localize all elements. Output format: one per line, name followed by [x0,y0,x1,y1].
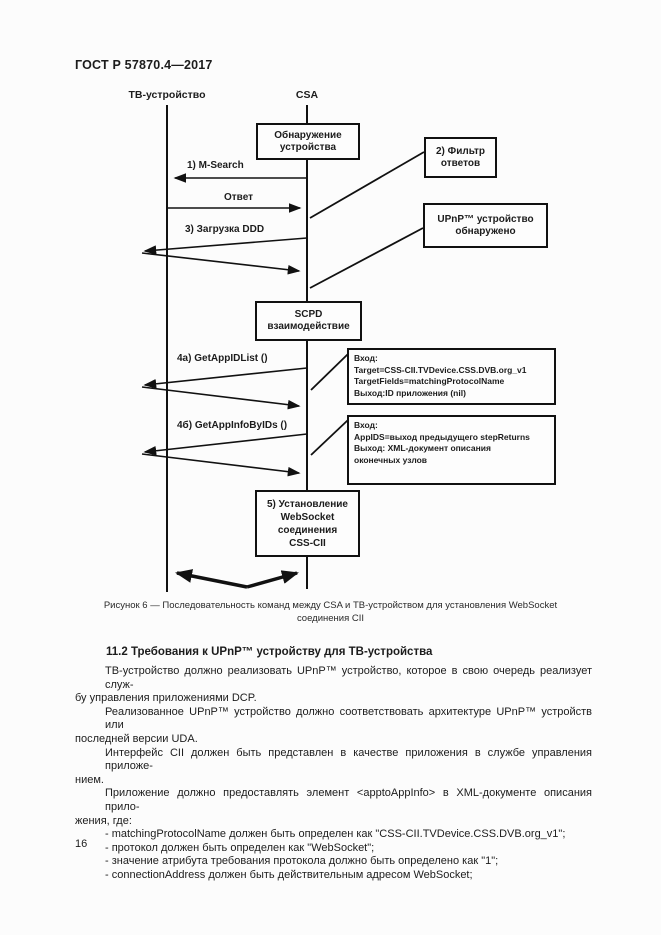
box-websocket-establish: 5) Установление WebSocket соединения CSS… [255,490,360,557]
box-line: 2) Фильтр [436,145,485,157]
bullet-line: - matchingProtocolName должен быть опред… [105,828,566,841]
box-upnp-found: UPnP™ устройство обнаружено [423,203,548,248]
connector-note2 [310,419,349,456]
connector-filter-box [309,151,425,219]
message-label-ddd: 3) Загрузка DDD [185,224,265,235]
section-heading: 11.2 Требования к UPnP™ устройству для Т… [106,646,433,658]
message-label-getappinfo: 4б) GetAppInfoByIDs () [177,420,288,431]
figure-caption-line: соединения CII [296,613,365,624]
document-header: ГОСТ Р 57870.4—2017 [75,58,213,72]
box-line: Обнаружение [274,129,342,141]
arrow-getappinfo-roundtrip [141,433,308,477]
note-line: AppIDS=выход предыдущего stepReturns [354,431,530,442]
figure-caption-line: Рисунок 6 — Последовательность команд ме… [103,600,558,611]
note-line: Target=CSS-CII.TVDevice.CSS.DVB.org_v1 [354,364,527,375]
note-getappinfo-params: Вход: AppIDS=выход предыдущего stepRetur… [347,415,556,485]
box-line: 5) Установление [267,498,348,510]
paragraph-line: жения, где: [75,814,132,827]
page-number: 16 [75,838,88,850]
note-line: Вход: [354,353,378,363]
box-response-filter: 2) Фильтр ответов [424,137,497,178]
paragraph-line: последней версии UDA. [75,732,198,745]
note-getappidlist-params: Вход: Target=CSS-CII.TVDevice.CSS.DVB.or… [347,348,556,405]
note-line: оконечных узлов [354,454,428,465]
arrow-getappidlist-roundtrip [141,367,308,410]
box-line: UPnP™ устройство [437,213,534,225]
box-device-discovery: Обнаружение устройства [256,123,360,160]
box-line: обнаружено [455,225,516,237]
body-text: ТВ-устройство должно реализовать UPnP™ у… [75,665,592,883]
connector-note1 [310,353,349,391]
note-line: TargetFields=matchingProtocolName [354,376,505,386]
box-line: SCPD [294,309,323,320]
paragraph-line: ТВ-устройство должно реализовать UPnP™ у… [105,665,592,691]
bullet-line: - протокол должен быть определен как "We… [105,841,375,854]
box-line: CSS-CII [289,537,326,549]
figure-caption: Рисунок 6 — Последовательность команд ме… [0,599,661,625]
message-label-answer: Ответ [224,192,254,203]
message-label-getappidlist: 4а) GetAppIDList () [177,353,268,364]
box-line: WebSocket [280,511,335,523]
paragraph-line: Приложение должно предоставлять элемент … [105,787,592,813]
paragraph-line: Реализованное UPnP™ устройство должно со… [105,705,592,732]
bullet-line: - connectionAddress должен быть действит… [105,868,473,881]
note-line: Выход: XML-документ описания [354,443,491,453]
arrow-websocket-established [175,569,299,589]
message-label-msearch: 1) M-Search [187,160,244,171]
arrow-ddd-roundtrip [141,237,308,275]
paragraph-line: бу управления приложениями DCP. [75,692,257,705]
box-line: устройства [279,141,337,153]
lifeline-label-tv: ТВ-устройство [128,89,206,101]
connector-upnp-found-box [309,227,424,289]
box-scpd-interaction: SCPD взаимодействие [255,301,362,341]
bullet-line: - значение атрибута требования протокола… [105,855,499,868]
box-line: соединения [277,524,338,536]
paragraph-line: нием. [75,773,104,786]
lifeline-label-csa: CSA [295,89,319,101]
box-line: ответов [440,157,481,169]
paragraph-line: Интерфейс CII должен быть представлен в … [105,746,592,773]
box-line: взаимодействие [267,321,350,332]
note-line: Выход:ID приложения (nil) [354,387,466,398]
note-line: Вход: [354,420,378,430]
